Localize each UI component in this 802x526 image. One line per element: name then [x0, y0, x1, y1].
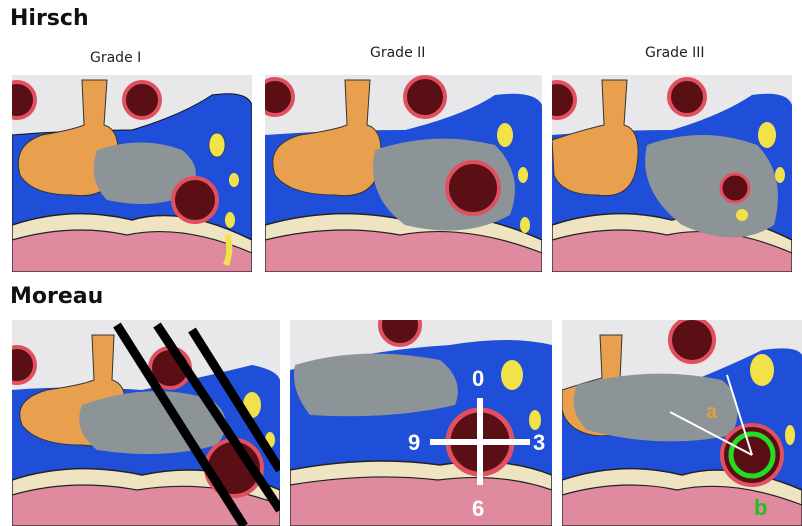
clock-label-right: 3	[533, 430, 545, 455]
clock-label-left: 9	[408, 430, 420, 455]
hirsch-panel-grade-1	[12, 75, 252, 272]
section-title-hirsch: Hirsch	[10, 6, 89, 31]
moreau-panel-1	[12, 320, 280, 526]
moreau-panel-2: 0 3 6 9	[290, 320, 552, 526]
grade-label-2: Grade II	[370, 45, 425, 61]
section-title-moreau: Moreau	[10, 284, 103, 309]
angle-label-b: b	[754, 495, 767, 520]
moreau-panel-3: a b	[562, 320, 802, 526]
grade-label-3: Grade III	[645, 45, 705, 61]
clock-label-top: 0	[472, 366, 484, 391]
angle-label-a: a	[706, 401, 718, 423]
grade-label-1: Grade I	[90, 50, 141, 66]
hirsch-panel-grade-2	[265, 75, 542, 272]
clock-label-bottom: 6	[472, 496, 484, 521]
hirsch-panel-grade-3	[552, 75, 792, 272]
